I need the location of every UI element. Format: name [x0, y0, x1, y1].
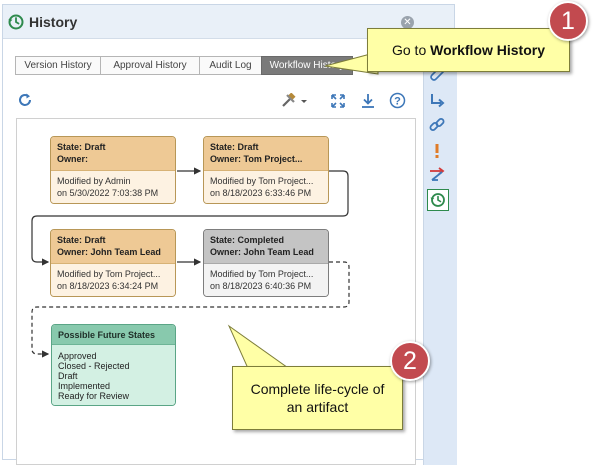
side-toolbar	[423, 40, 457, 465]
panel-title-bar: History ✕	[3, 5, 454, 39]
history-clock-icon	[430, 193, 445, 207]
future-state-item: Closed - Rejected	[58, 361, 130, 371]
workflow-state-node-completed[interactable]: State: Completed Owner: John Team Lead M…	[203, 229, 329, 297]
callout-text-bold: Workflow History	[430, 42, 545, 58]
workflow-state-node[interactable]: State: Draft Owner: Modified by Admin on…	[50, 136, 176, 204]
owner-label: Owner: John Team Lead	[57, 247, 161, 257]
link-arrow-icon[interactable]	[428, 92, 446, 110]
modified-on: on 8/18/2023 6:33:46 PM	[210, 188, 312, 198]
modified-by: Modified by Admin	[57, 176, 131, 186]
state-label: State: Completed	[210, 235, 285, 245]
future-state-item: Approved	[58, 351, 97, 361]
panel-title: History	[29, 14, 78, 30]
tab-version-history[interactable]: Version History	[15, 56, 101, 75]
history-clock-icon	[8, 14, 24, 30]
svg-text:?: ?	[394, 96, 401, 108]
modified-on: on 8/18/2023 6:34:24 PM	[57, 281, 159, 291]
owner-label: Owner:	[57, 154, 89, 164]
possible-future-states-node[interactable]: Possible Future States Approved Closed -…	[51, 324, 176, 406]
future-state-item: Draft	[58, 371, 78, 381]
trace-arrow-icon[interactable]	[428, 166, 446, 184]
tab-audit-log[interactable]: Audit Log	[199, 56, 262, 75]
callout-text: Go to	[391, 42, 431, 58]
step-badge: 2	[390, 341, 430, 381]
history-tabs: Version History Approval History Audit L…	[15, 56, 353, 75]
state-label: State: Draft	[57, 142, 106, 152]
modified-by: Modified by Tom Project...	[210, 176, 314, 186]
owner-label: Owner: John Team Lead	[210, 247, 314, 257]
help-icon[interactable]: ?	[389, 92, 406, 109]
tools-dropdown-icon[interactable]	[281, 93, 309, 109]
state-label: State: Draft	[210, 142, 259, 152]
workflow-history-side-button[interactable]	[427, 189, 449, 211]
download-icon[interactable]	[360, 93, 376, 109]
workflow-connectors	[31, 167, 350, 358]
refresh-icon[interactable]	[17, 92, 33, 108]
step-badge: 1	[548, 1, 588, 41]
callout-go-to-workflow-history: Go to Workflow History	[367, 28, 570, 72]
link-icon[interactable]	[428, 116, 446, 134]
future-states-title: Possible Future States	[52, 325, 175, 345]
modified-on: on 5/30/2022 7:03:38 PM	[57, 188, 159, 198]
callout-complete-life-cycle: Complete life-cycle of an artifact	[232, 366, 403, 430]
state-label: State: Draft	[57, 235, 106, 245]
workflow-state-node[interactable]: State: Draft Owner: John Team Lead Modif…	[50, 229, 176, 297]
callout-text: Complete life-cycle of	[250, 381, 385, 397]
modified-by: Modified by Tom Project...	[57, 269, 161, 279]
callout-text: an artifact	[286, 399, 349, 415]
exclamation-icon[interactable]	[428, 142, 446, 160]
workflow-state-node[interactable]: State: Draft Owner: Tom Project... Modif…	[203, 136, 329, 204]
tab-approval-history[interactable]: Approval History	[100, 56, 200, 75]
modified-on: on 8/18/2023 6:40:36 PM	[210, 281, 312, 291]
fit-to-screen-icon[interactable]	[330, 93, 346, 109]
close-icon[interactable]: ✕	[401, 16, 414, 29]
owner-label: Owner: Tom Project...	[210, 154, 303, 164]
future-state-item: Implemented	[58, 381, 111, 391]
future-state-item: Ready for Review	[58, 391, 130, 401]
modified-by: Modified by Tom Project...	[210, 269, 314, 279]
